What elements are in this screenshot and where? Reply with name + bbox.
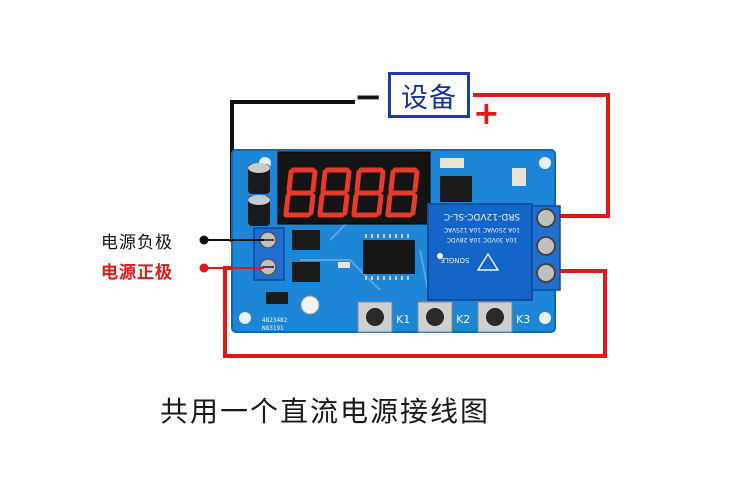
- button-label-k3: K3: [516, 313, 530, 326]
- microcontroller-chip: [363, 234, 415, 280]
- button-label-k2: K2: [456, 313, 470, 326]
- positive-label-dot: [199, 263, 209, 273]
- device-label: 设备: [401, 82, 457, 114]
- minus-sign: −: [354, 77, 383, 117]
- board-code-2: N83191: [262, 325, 284, 332]
- positive-wire-top: [473, 93, 610, 218]
- transistor: [266, 292, 288, 304]
- caption: 共用一个直流电源接线图: [160, 395, 491, 428]
- device-box: 设备: [388, 72, 470, 118]
- relay-brand: SONGLE: [441, 256, 470, 264]
- led-display: [277, 151, 431, 225]
- capacitor: [248, 163, 270, 226]
- label-power-positive: 电源正极: [101, 263, 173, 283]
- smd-components: [292, 158, 526, 282]
- board-code-1: 4B23482: [262, 317, 288, 324]
- relay: SRD-12VDC-SL-C 10A 250VAC 10A 125VAC 10A…: [427, 203, 533, 301]
- push-buttons: K1 K2 K3: [357, 301, 530, 333]
- relay-model-text: SRD-12VDC-SL-C: [444, 211, 520, 221]
- negative-label-dot: [199, 235, 209, 245]
- plus-sign: +: [473, 94, 500, 132]
- relay-rating-2: 10A 30VDC 10A 28VDC: [447, 236, 517, 243]
- indicator-led: [300, 295, 320, 315]
- relay-rating-1: 10A 250VAC 10A 125VAC: [444, 226, 520, 233]
- power-terminal: [253, 227, 285, 281]
- button-label-k1: K1: [396, 313, 410, 326]
- label-power-negative: 电源负极: [101, 233, 173, 253]
- relay-terminal: [531, 205, 561, 291]
